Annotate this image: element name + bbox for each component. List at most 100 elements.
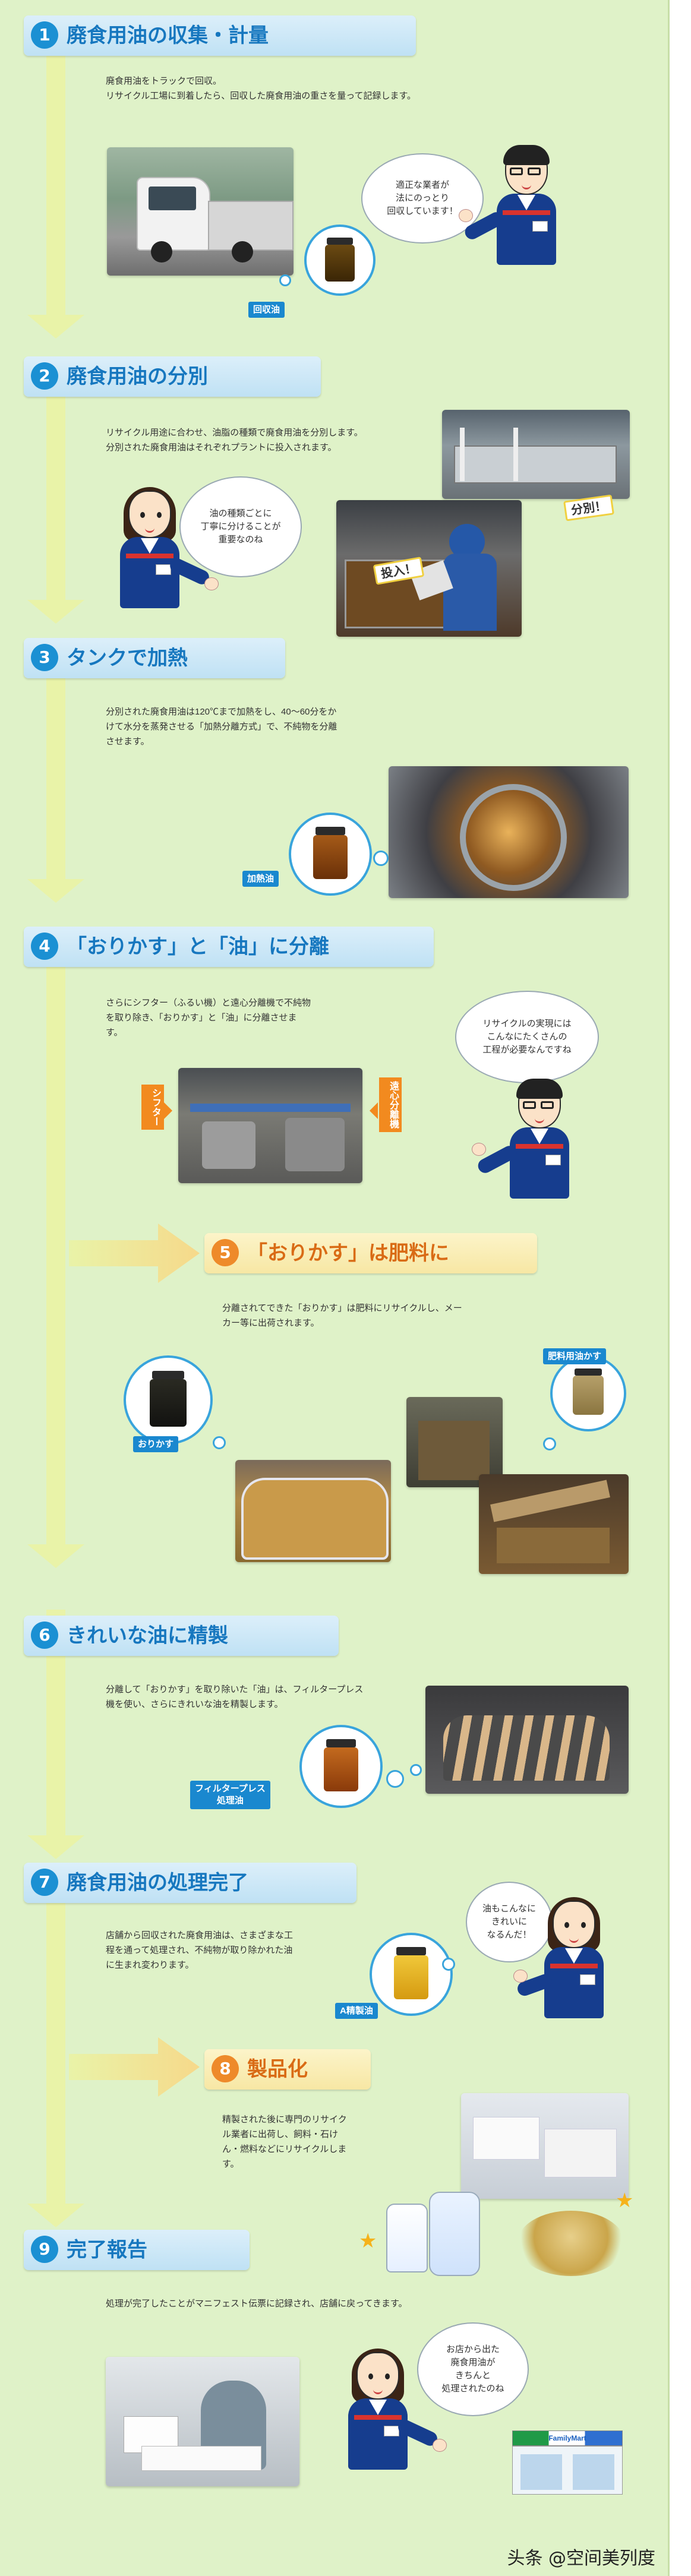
step-description: 店舗から回収された廃食用油は、さまざまな工 程を通って処理され、不純物が取り除か… xyxy=(106,1930,294,1970)
step-description: 分離されてできた「おりかす」は肥料にリサイクルし、メー カー等に出荷されます。 xyxy=(222,1303,462,1328)
jar-icon xyxy=(550,1355,626,1431)
jar-icon xyxy=(124,1355,213,1445)
bubble-dot xyxy=(279,274,291,286)
step-number: 3 xyxy=(31,644,58,671)
step-title: 製品化 xyxy=(247,2057,308,2081)
label-centrifuge: 遠心分離機 xyxy=(379,1077,402,1132)
flow-arrow-head xyxy=(27,315,84,339)
jar-label: 加熱油 xyxy=(242,871,279,887)
fertilizer-bag-photo xyxy=(235,1460,391,1562)
bubble-dot xyxy=(442,1958,455,1971)
jar-label: 回収油 xyxy=(248,302,285,318)
step-description: 分離して「おりかす」を取り除いた「油」は、フィルタープレス 機を使い、さらにきれ… xyxy=(106,1684,364,1709)
flow-arrow-head xyxy=(27,879,84,903)
woman-character xyxy=(513,1897,624,2043)
filter-press-photo xyxy=(425,1686,629,1794)
step-3-header: 3 タンクで加熱 xyxy=(24,638,285,678)
pointer-arrow xyxy=(164,1102,172,1119)
truck-photo xyxy=(107,147,294,276)
flow-arrow xyxy=(46,1901,65,2204)
man-character xyxy=(459,145,570,302)
page-border xyxy=(670,0,691,2576)
plant-photo xyxy=(442,410,630,499)
step-number: 8 xyxy=(212,2055,239,2082)
step-number: 2 xyxy=(31,362,58,390)
office-photo xyxy=(106,2357,299,2486)
bubble-dot xyxy=(543,1437,556,1450)
jar-label: 肥料用油かす xyxy=(543,1348,607,1364)
jar-icon xyxy=(370,1933,453,2016)
flow-arrow xyxy=(46,944,65,1544)
step-number: 5 xyxy=(212,1239,239,1266)
step-description: 分別された廃食用油は120℃まで加熱をし、40〜60分をか けて水分を蒸発させる… xyxy=(106,707,337,747)
step-9-header: 9 完了報告 xyxy=(24,2230,250,2270)
step-6-header: 6 きれいな油に精製 xyxy=(24,1616,339,1656)
step-description: 処理が完了したことがマニフェスト伝票に記録され、店舗に戻ってきます。 xyxy=(106,2299,408,2309)
jar-label: おりかす xyxy=(133,1436,179,1452)
step-number: 1 xyxy=(31,21,58,49)
flow-arrow-head xyxy=(27,1544,84,1568)
step-title: 廃食用油の処理完了 xyxy=(67,1871,248,1895)
step-1-header: 1 廃食用油の収集・計量 xyxy=(24,15,416,56)
feed-pile xyxy=(517,2211,625,2276)
star-icon: ★ xyxy=(359,2229,377,2253)
step-title: タンクで加熱 xyxy=(67,646,188,670)
step-description: さらにシフター（ふるい機）と遠心分離機で不純物 を取り除き、「おりかす」と「油」… xyxy=(106,998,311,1038)
star-icon: ★ xyxy=(616,2189,634,2212)
jar-icon xyxy=(304,225,376,296)
step-description: 廃食用油をトラックで回収。 リサイクル工場に到着したら、回収した廃食用油の重さを… xyxy=(106,76,417,101)
flow-arrow-head xyxy=(27,2204,84,2227)
separator-photo xyxy=(178,1068,362,1183)
step-number: 7 xyxy=(31,1869,58,1896)
branch-arrow xyxy=(69,1224,200,1283)
step-title: 完了報告 xyxy=(67,2238,147,2262)
soap-refill-pack xyxy=(429,2192,480,2276)
soap-photo xyxy=(461,2093,629,2199)
soap-bottle xyxy=(386,2204,428,2272)
flow-arrow-head xyxy=(27,1835,84,1859)
woman-character xyxy=(339,2349,447,2495)
bubble-dot xyxy=(386,1770,404,1788)
flow-arrow xyxy=(46,380,65,600)
step-description: 精製された後に専門のリサイク ル業者に出荷し、飼料・石け ん・燃料などにリサイク… xyxy=(222,2114,347,2169)
store-illustration: FamilyMart xyxy=(512,2430,623,2495)
watermark: 头条 @空间美列度 xyxy=(507,2548,655,2569)
speech-bubble: 油もこんなに きれいに なるんだ！ xyxy=(466,1882,553,1962)
step-number: 4 xyxy=(31,933,58,960)
step-number: 9 xyxy=(31,2236,58,2263)
bubble-dot xyxy=(213,1436,226,1449)
jar-icon xyxy=(289,813,372,896)
pointer-arrow xyxy=(370,1102,378,1119)
flow-arrow xyxy=(46,665,65,879)
machine-photo-a xyxy=(406,1397,503,1487)
bubble-dot xyxy=(373,851,389,866)
step-title: きれいな油に精製 xyxy=(67,1624,228,1648)
store-sign: FamilyMart xyxy=(548,2434,586,2442)
speech-bubble: 適正な業者が 法にのっとり 回収しています！ xyxy=(361,153,484,244)
step-description: リサイクル用途に合わせ、油脂の種類で廃食用油を分別します。 分別された廃食用油は… xyxy=(106,428,363,453)
step-title: 「おりかす」と「油」に分離 xyxy=(67,935,329,959)
step-4-header: 4 「おりかす」と「油」に分離 xyxy=(24,927,434,967)
jar-label: フィルタープレス 処理油 xyxy=(190,1781,270,1809)
step-2-header: 2 廃食用油の分別 xyxy=(24,356,321,397)
woman-character xyxy=(111,487,219,633)
step-title: 廃食用油の収集・計量 xyxy=(67,24,269,48)
step-8-header: 8 製品化 xyxy=(204,2049,371,2090)
page-border-line xyxy=(668,0,670,2576)
step-5-header: 5 「おりかす」は肥料に xyxy=(204,1233,537,1273)
bubble-dot xyxy=(410,1764,422,1776)
branch-arrow xyxy=(69,2037,200,2097)
label-sifter: シフター xyxy=(141,1085,164,1130)
step-title: 「おりかす」は肥料に xyxy=(247,1241,449,1265)
machine-photo-b xyxy=(479,1474,629,1574)
step-number: 6 xyxy=(31,1622,58,1649)
jar-icon xyxy=(299,1725,383,1808)
flow-arrow-head xyxy=(27,600,84,624)
heating-tank-photo xyxy=(389,766,629,898)
step-title: 廃食用油の分別 xyxy=(67,365,208,388)
speech-bubble: リサイクルの実現には こんなにたくさんの 工程が必要なんですね xyxy=(455,991,599,1083)
man-character xyxy=(472,1079,589,1224)
speech-bubble: お店から出た 廃食用油が きちんと 処理されたのね xyxy=(417,2322,529,2416)
flow-arrow xyxy=(46,36,65,315)
